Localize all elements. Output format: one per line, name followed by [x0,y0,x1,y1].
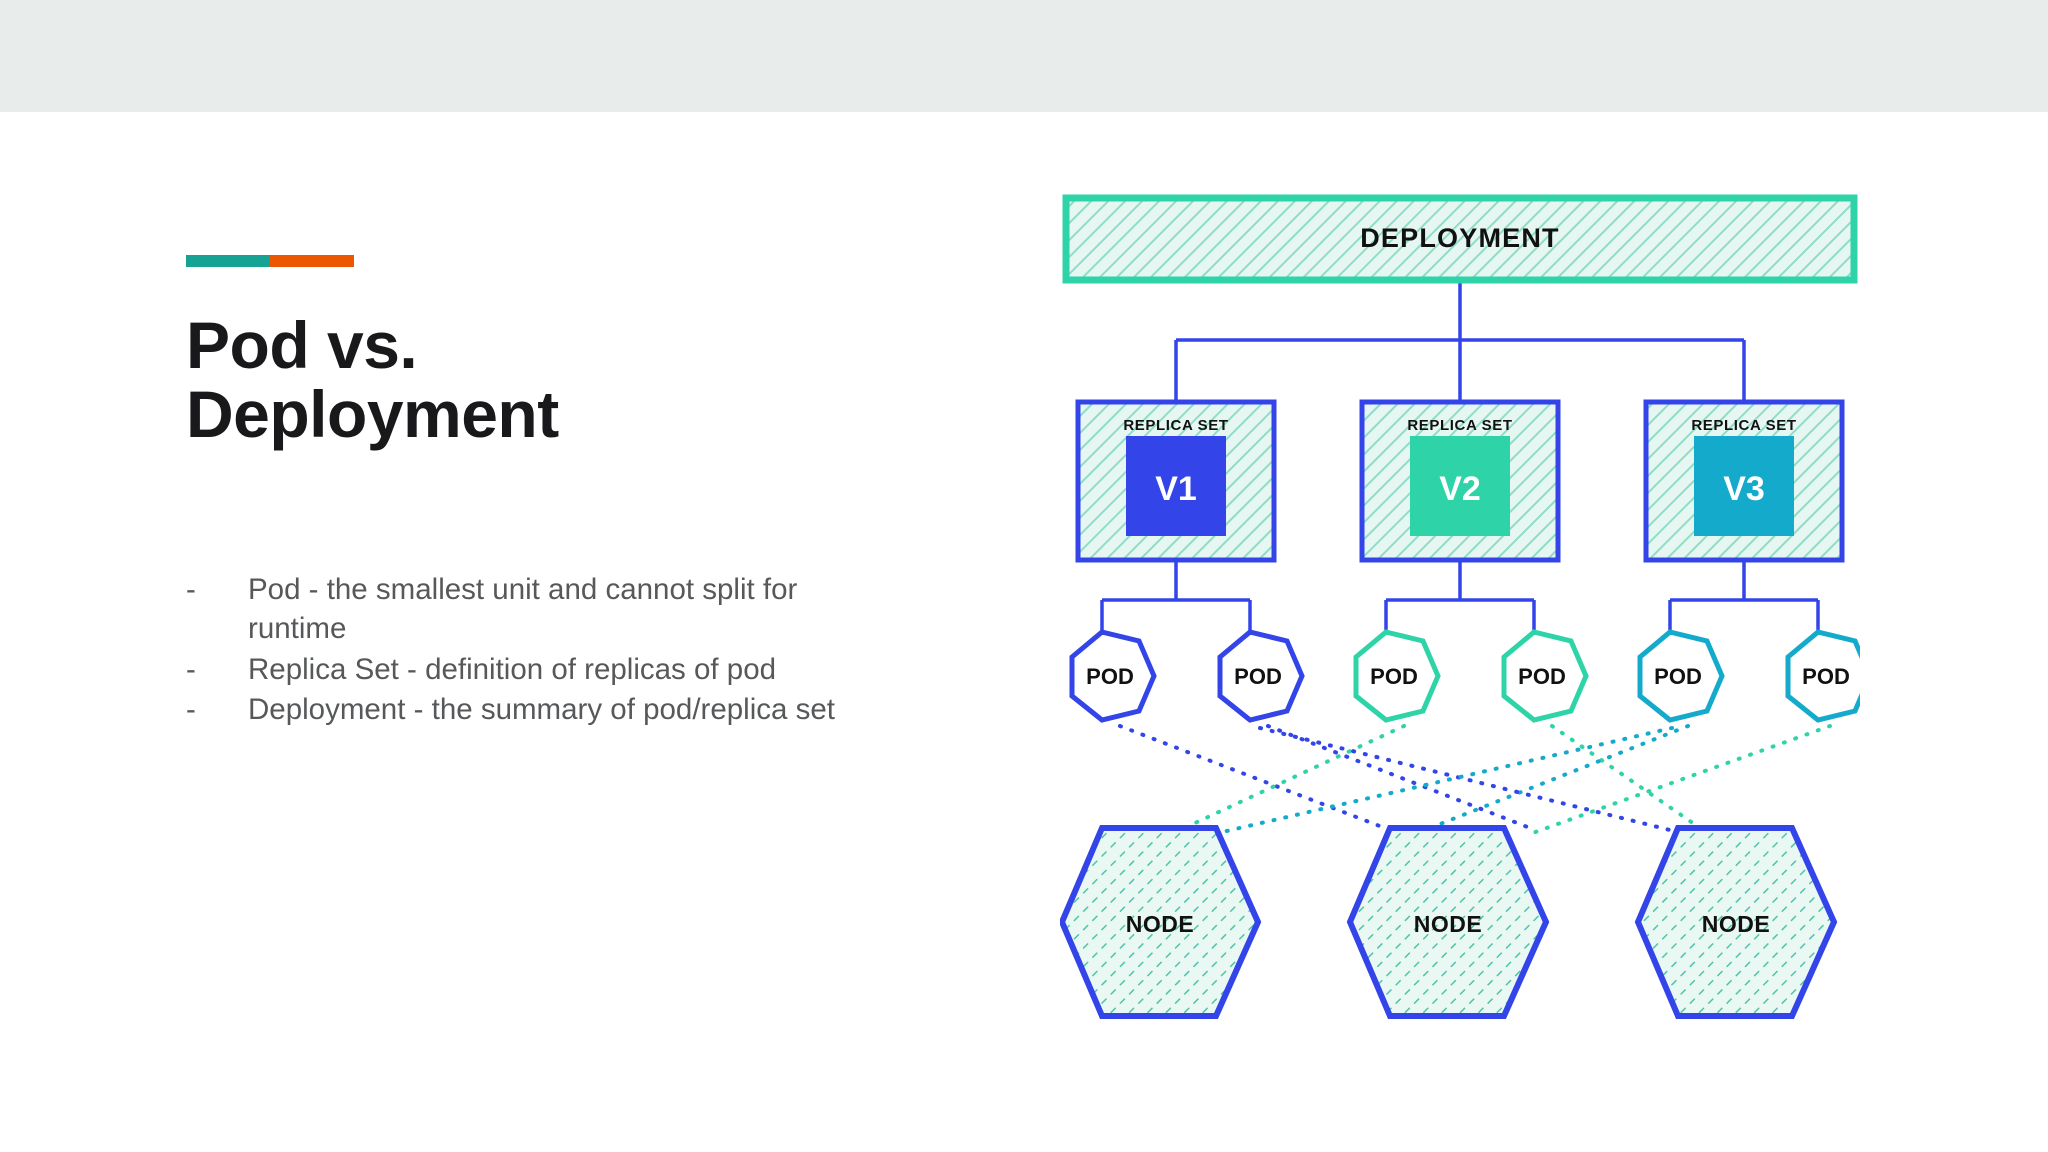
replica-set-version: V1 [1155,470,1197,508]
left-content-column: Pod vs. Deployment - Pod - the smallest … [186,255,946,730]
bullet-text: Replica Set - definition of replicas of … [248,652,777,686]
pod-2: POD [1217,629,1305,723]
page-title: Pod vs. Deployment [186,308,559,451]
kubernetes-architecture-diagram: DEPLOYMENT REPLICA SET V1 REPLICA SET V2… [1060,180,1860,1060]
connector-replicaset1-to-pods [1100,560,1252,632]
pod-label: POD [1234,664,1282,689]
node-1: NODE [1060,825,1262,1019]
connector-replicaset2-to-pods [1384,560,1536,632]
bullet-marker: - [186,692,196,726]
replica-set-v1: REPLICA SET V1 [1075,399,1277,563]
node-label: NODE [1414,911,1482,937]
replica-set-label: REPLICA SET [1691,417,1796,434]
bullet-text: Deployment - the summary of pod/replica … [248,692,835,726]
node-label: NODE [1126,911,1194,937]
bullet-list: - Pod - the smallest unit and cannot spl… [186,570,886,729]
replica-set-version: V2 [1439,470,1481,508]
pod-label: POD [1370,664,1418,689]
replica-set-v2: REPLICA SET V2 [1359,399,1561,563]
replica-set-label: REPLICA SET [1407,417,1512,434]
pod-6: POD [1785,629,1860,723]
bullet-marker: - [186,573,196,607]
deployment-box: DEPLOYMENT [1062,194,1858,284]
pod-label: POD [1802,664,1850,689]
node-3: NODE [1634,825,1838,1019]
connector-pods-to-nodes [1118,724,1832,838]
pod-label: POD [1086,664,1134,689]
pod-4: POD [1501,629,1589,723]
node-2: NODE [1346,825,1550,1019]
replica-set-label: REPLICA SET [1123,417,1228,434]
deployment-label: DEPLOYMENT [1360,223,1560,253]
accent-bar [186,255,354,267]
pod-1: POD [1069,629,1157,723]
top-band [0,0,2048,112]
list-item: - Deployment - the summary of pod/replic… [186,690,886,729]
replica-set-v3: REPLICA SET V3 [1643,399,1845,563]
accent-bar-orange-segment [270,255,354,267]
pod-5: POD [1637,629,1725,723]
pod-label: POD [1518,664,1566,689]
bullet-marker: - [186,652,196,686]
replica-set-version: V3 [1723,470,1765,508]
list-item: - Pod - the smallest unit and cannot spl… [186,570,886,648]
connector-deployment-to-replicasets [1174,280,1746,402]
connector-replicaset3-to-pods [1668,560,1820,632]
list-item: - Replica Set - definition of replicas o… [186,650,886,689]
bullet-text: Pod - the smallest unit and cannot split… [248,573,798,646]
accent-bar-teal-segment [186,255,270,267]
pod-3: POD [1353,629,1441,723]
pod-label: POD [1654,664,1702,689]
node-label: NODE [1702,911,1770,937]
